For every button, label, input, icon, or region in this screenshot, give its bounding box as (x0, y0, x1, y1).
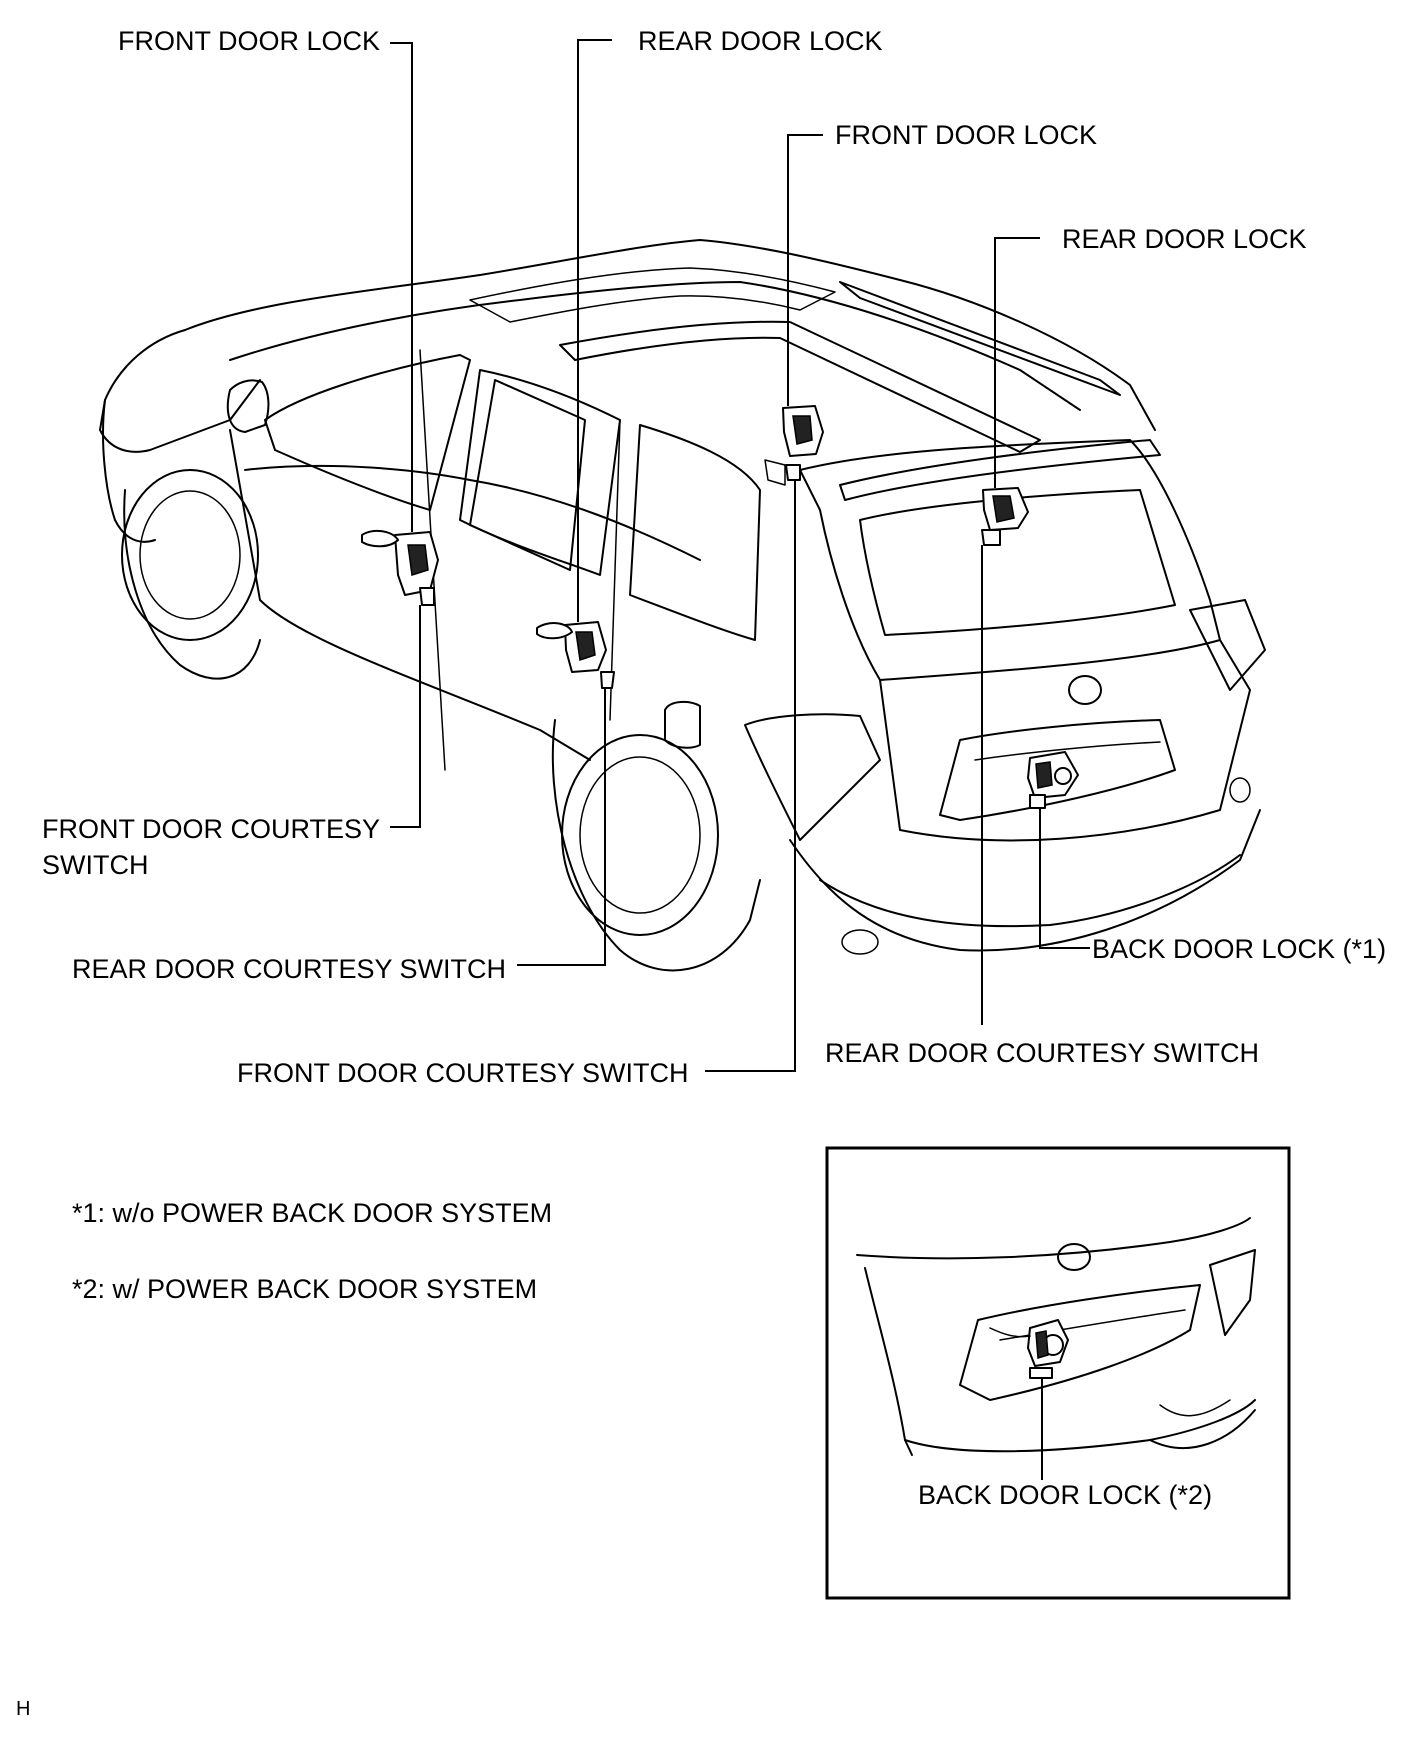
label-back-door-lock-2: BACK DOOR LOCK (*2) (918, 1480, 1212, 1510)
label-front-door-lock-right: FRONT DOOR LOCK (835, 120, 1097, 150)
label-front-door-courtesy-left-line1: FRONT DOOR COURTESY (42, 814, 380, 844)
leader-rear-door-courtesy-left (517, 688, 606, 966)
label-front-door-courtesy-left-line2: SWITCH (42, 850, 148, 880)
note-2: *2: w/ POWER BACK DOOR SYSTEM (72, 1274, 537, 1304)
leader-lines (390, 39, 1090, 1072)
label-front-door-courtesy-bottom: FRONT DOOR COURTESY SWITCH (237, 1058, 689, 1088)
leader-rear-door-lock-left (577, 39, 612, 622)
rear-door-lock-left-part (536, 621, 607, 673)
front-door-courtesy-switch-right-part (764, 459, 801, 486)
leader-front-door-lock-right (787, 134, 823, 406)
vehicle-illustration (99, 239, 1266, 972)
note-1: *1: w/o POWER BACK DOOR SYSTEM (72, 1198, 552, 1228)
rear-door-courtesy-switch-right-part (981, 529, 1001, 546)
label-back-door-lock-1: BACK DOOR LOCK (*1) (1092, 934, 1386, 964)
front-door-courtesy-switch-left-part (419, 587, 435, 606)
front-door-lock-left-part (361, 529, 439, 596)
leader-rear-door-lock-right (994, 237, 1040, 488)
leader-front-door-lock-left (390, 42, 413, 532)
inset-power-back-door: BACK DOOR LOCK (*2) (825, 1146, 1291, 1600)
rear-door-lock-right-part (982, 487, 1029, 531)
rear-door-courtesy-switch-left-part (600, 671, 615, 689)
label-rear-door-courtesy-left: REAR DOOR COURTESY SWITCH (72, 954, 506, 984)
label-rear-door-lock-left: REAR DOOR LOCK (638, 26, 883, 56)
label-front-door-lock-left: FRONT DOOR LOCK (118, 26, 380, 56)
corner-mark: H (16, 1698, 30, 1720)
label-rear-door-lock-right: REAR DOOR LOCK (1062, 224, 1307, 254)
leader-front-door-courtesy-bottom (705, 480, 796, 1072)
back-door-lock-part (1027, 751, 1079, 809)
label-rear-door-courtesy-right: REAR DOOR COURTESY SWITCH (825, 1038, 1259, 1068)
inset-frame (825, 1146, 1291, 1600)
leader-back-door-lock-1 (1039, 808, 1090, 949)
leader-front-door-courtesy-left (390, 605, 421, 828)
front-door-lock-right-part (782, 405, 824, 457)
